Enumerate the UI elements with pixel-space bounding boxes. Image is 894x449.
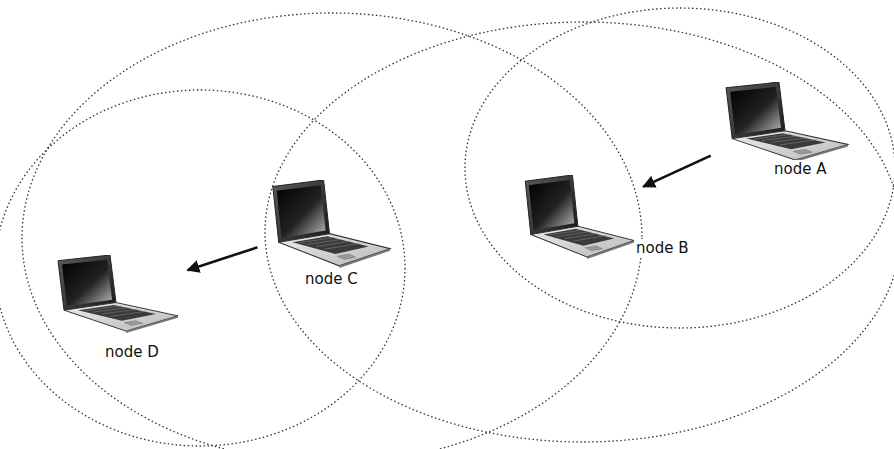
arrow-connector (643, 156, 710, 187)
laptop-node: node A (718, 82, 850, 162)
laptop-icon (518, 175, 636, 259)
laptop-node: node B (518, 175, 636, 259)
node-label: node A (772, 160, 828, 178)
laptop-icon (265, 180, 392, 268)
range-circle (465, 8, 894, 328)
range-circle (0, 90, 405, 446)
arrow-connector (188, 247, 258, 270)
node-label: node C (303, 270, 360, 288)
node-label: node B (634, 239, 691, 257)
laptop-icon (50, 255, 180, 333)
range-circle (265, 22, 894, 442)
range-circle (22, 13, 642, 449)
laptop-node: node D (50, 255, 180, 333)
node-label: node D (103, 343, 161, 361)
laptop-icon (718, 82, 850, 162)
laptop-node: node C (265, 180, 392, 268)
